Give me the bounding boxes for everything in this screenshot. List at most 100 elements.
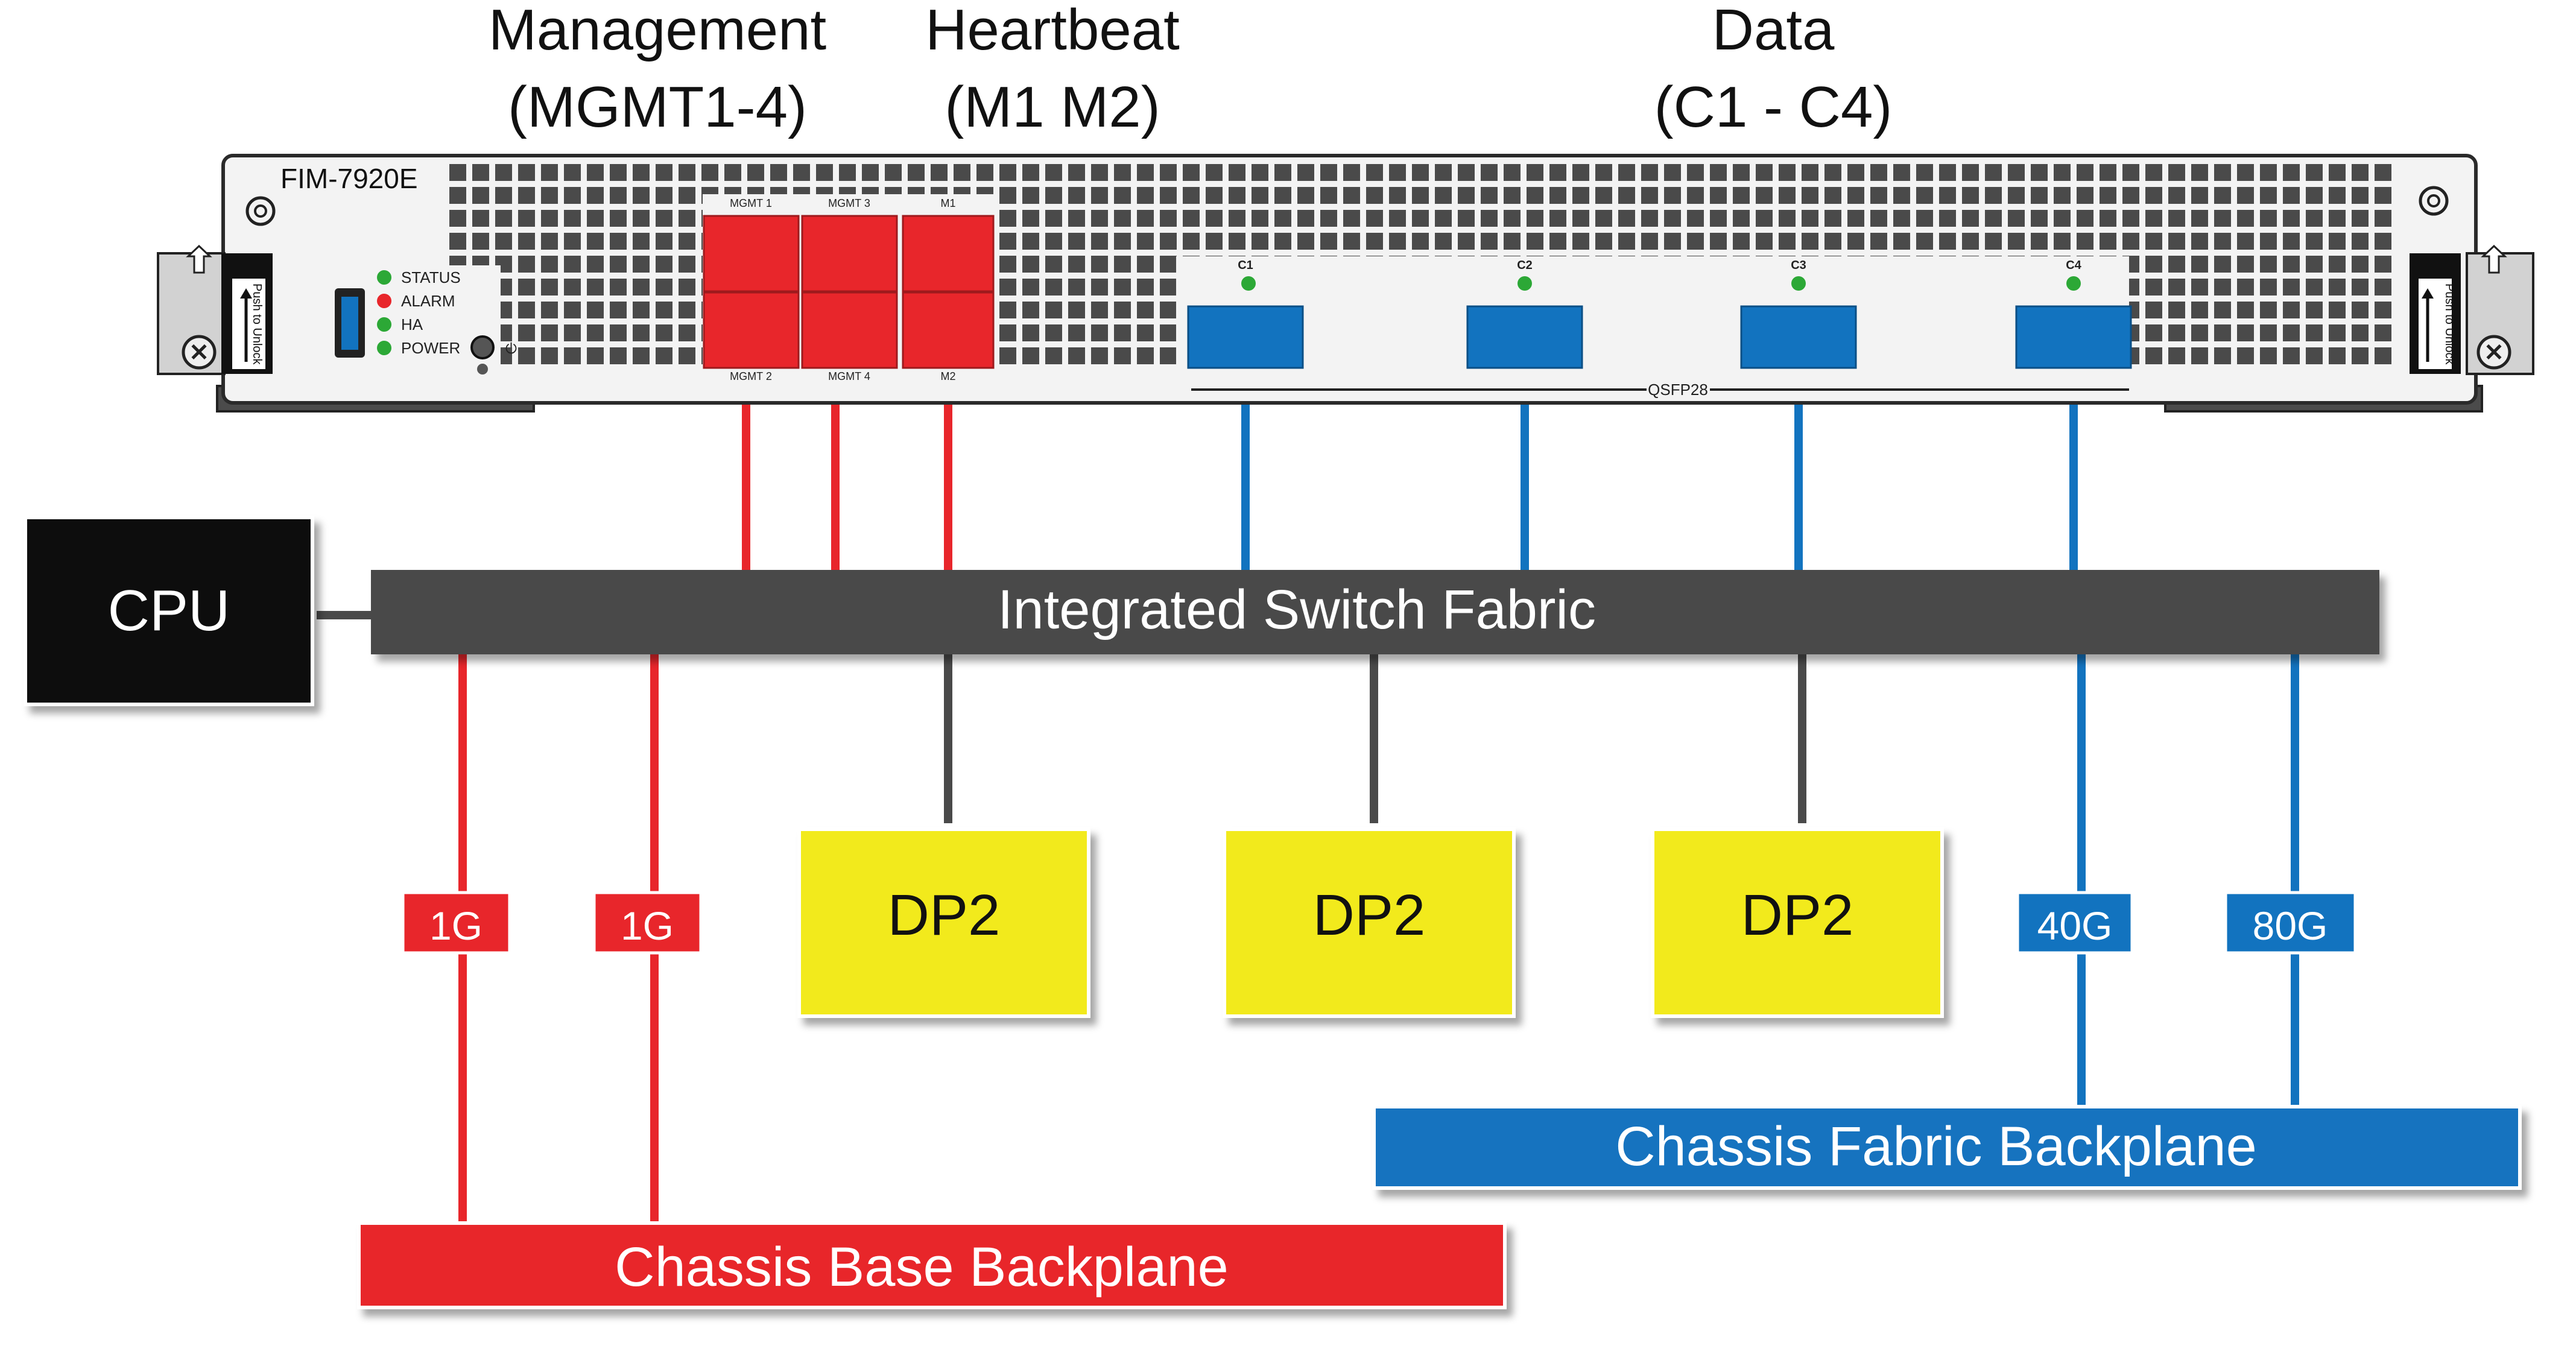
vent-hole: [1687, 233, 1704, 250]
heartbeat-port-m1[interactable]: [902, 215, 995, 292]
vent-hole: [1343, 187, 1360, 204]
header-heartbeat-sub: (M1 M2): [945, 75, 1160, 139]
vent-hole: [1504, 164, 1521, 181]
vent-hole: [449, 210, 466, 227]
vent-hole: [656, 347, 672, 364]
vent-hole: [1664, 210, 1681, 227]
header-management-title: Management: [489, 0, 826, 62]
reset-button[interactable]: [470, 335, 495, 359]
vent-hole: [587, 233, 604, 250]
data-port-c2-led: [1517, 276, 1532, 291]
vent-hole: [587, 324, 604, 341]
vent-hole: [1252, 210, 1268, 227]
vent-hole: [1022, 302, 1039, 318]
vent-hole: [656, 324, 672, 341]
status-led-label: STATUS: [401, 268, 461, 286]
vent-hole: [1389, 233, 1406, 250]
data-port-area: [1176, 256, 2129, 395]
vent-hole: [518, 324, 535, 341]
vent-hole: [1183, 187, 1200, 204]
vent-hole: [1595, 164, 1612, 181]
status-led-ha: [377, 317, 391, 332]
vent-hole: [1160, 233, 1177, 250]
vent-hole: [1137, 187, 1154, 204]
vent-hole: [1114, 279, 1131, 296]
data-port-c2[interactable]: [1466, 305, 1583, 369]
vent-hole: [1710, 187, 1727, 204]
vent-hole: [1114, 164, 1131, 181]
vent-hole: [2237, 302, 2254, 318]
vent-hole: [1595, 210, 1612, 227]
vent-hole: [1847, 164, 1864, 181]
data-port-c4[interactable]: [2015, 305, 2132, 369]
vent-hole: [1137, 302, 1154, 318]
vent-hole: [1229, 210, 1245, 227]
data-port-c1[interactable]: [1187, 305, 1304, 369]
vent-hole: [1435, 210, 1452, 227]
mgmt-port-3[interactable]: [801, 215, 898, 292]
vent-hole: [2008, 233, 2025, 250]
vent-hole: [2191, 279, 2208, 296]
vent-hole: [1527, 164, 1543, 181]
data-port-c3[interactable]: [1740, 305, 1857, 369]
vent-hole: [1916, 233, 1933, 250]
vent-hole: [1985, 164, 2002, 181]
vent-hole: [1320, 164, 1337, 181]
vent-hole: [2260, 187, 2277, 204]
vent-hole: [1756, 210, 1773, 227]
vent-hole: [1160, 324, 1177, 341]
data-port-c3-label: C3: [1791, 259, 1806, 272]
badge-fabric-1-label: 40G: [2037, 903, 2113, 948]
latch-right-arrowhead: [2422, 288, 2434, 299]
vent-hole: [1756, 187, 1773, 204]
vent-hole: [839, 164, 856, 181]
vent-hole: [1641, 233, 1658, 250]
vent-hole: [1045, 324, 1062, 341]
screw-right-icon: [2476, 335, 2511, 370]
vent-hole: [1297, 187, 1314, 204]
base-backplane-label: Chassis Base Backplane: [615, 1236, 1229, 1298]
vent-hole: [1229, 164, 1245, 181]
vent-hole: [1549, 187, 1566, 204]
usb-port-insert: [341, 297, 358, 350]
mgmt-port-2-label: MGMT 2: [730, 370, 772, 382]
mgmt-port-3-label: MGMT 3: [828, 197, 870, 209]
vent-hole: [1504, 210, 1521, 227]
vent-hole: [1641, 210, 1658, 227]
vent-hole: [1160, 164, 1177, 181]
mgmt-port-1[interactable]: [703, 215, 800, 292]
vent-hole: [1412, 187, 1429, 204]
vent-hole: [2375, 279, 2391, 296]
vent-hole: [1870, 210, 1887, 227]
vent-hole: [1733, 164, 1750, 181]
badge-fabric-2: [2224, 891, 2357, 955]
vent-hole: [656, 164, 672, 181]
data-port-c4-label: C4: [2066, 259, 2081, 272]
mgmt-port-2[interactable]: [703, 291, 800, 369]
vent-hole: [472, 210, 489, 227]
heartbeat-port-m2[interactable]: [902, 291, 995, 369]
mgmt-port-4[interactable]: [801, 291, 898, 369]
vent-hole: [1733, 187, 1750, 204]
latch-left[interactable]: Push to Unlock ✕: [157, 244, 273, 375]
vent-hole: [1320, 187, 1337, 204]
vent-hole: [1091, 324, 1108, 341]
vent-hole: [518, 279, 535, 296]
vent-hole: [2145, 187, 2162, 204]
vent-hole: [1779, 210, 1796, 227]
switch-fabric: [371, 570, 2379, 654]
vent-hole: [1091, 302, 1108, 318]
vent-hole: [2168, 279, 2185, 296]
vent-hole: [2100, 210, 2116, 227]
latch-right[interactable]: Push to Unlock ✕: [2410, 244, 2534, 375]
vent-hole: [2191, 324, 2208, 341]
vent-hole: [1595, 233, 1612, 250]
vent-hole: [2008, 187, 2025, 204]
vent-hole: [610, 347, 627, 364]
vent-hole: [1206, 164, 1223, 181]
unlock-arrow-icon: [186, 244, 212, 274]
vent-hole: [1824, 210, 1841, 227]
vent-hole: [541, 256, 558, 273]
vent-hole: [633, 302, 650, 318]
vent-hole: [1458, 187, 1475, 204]
